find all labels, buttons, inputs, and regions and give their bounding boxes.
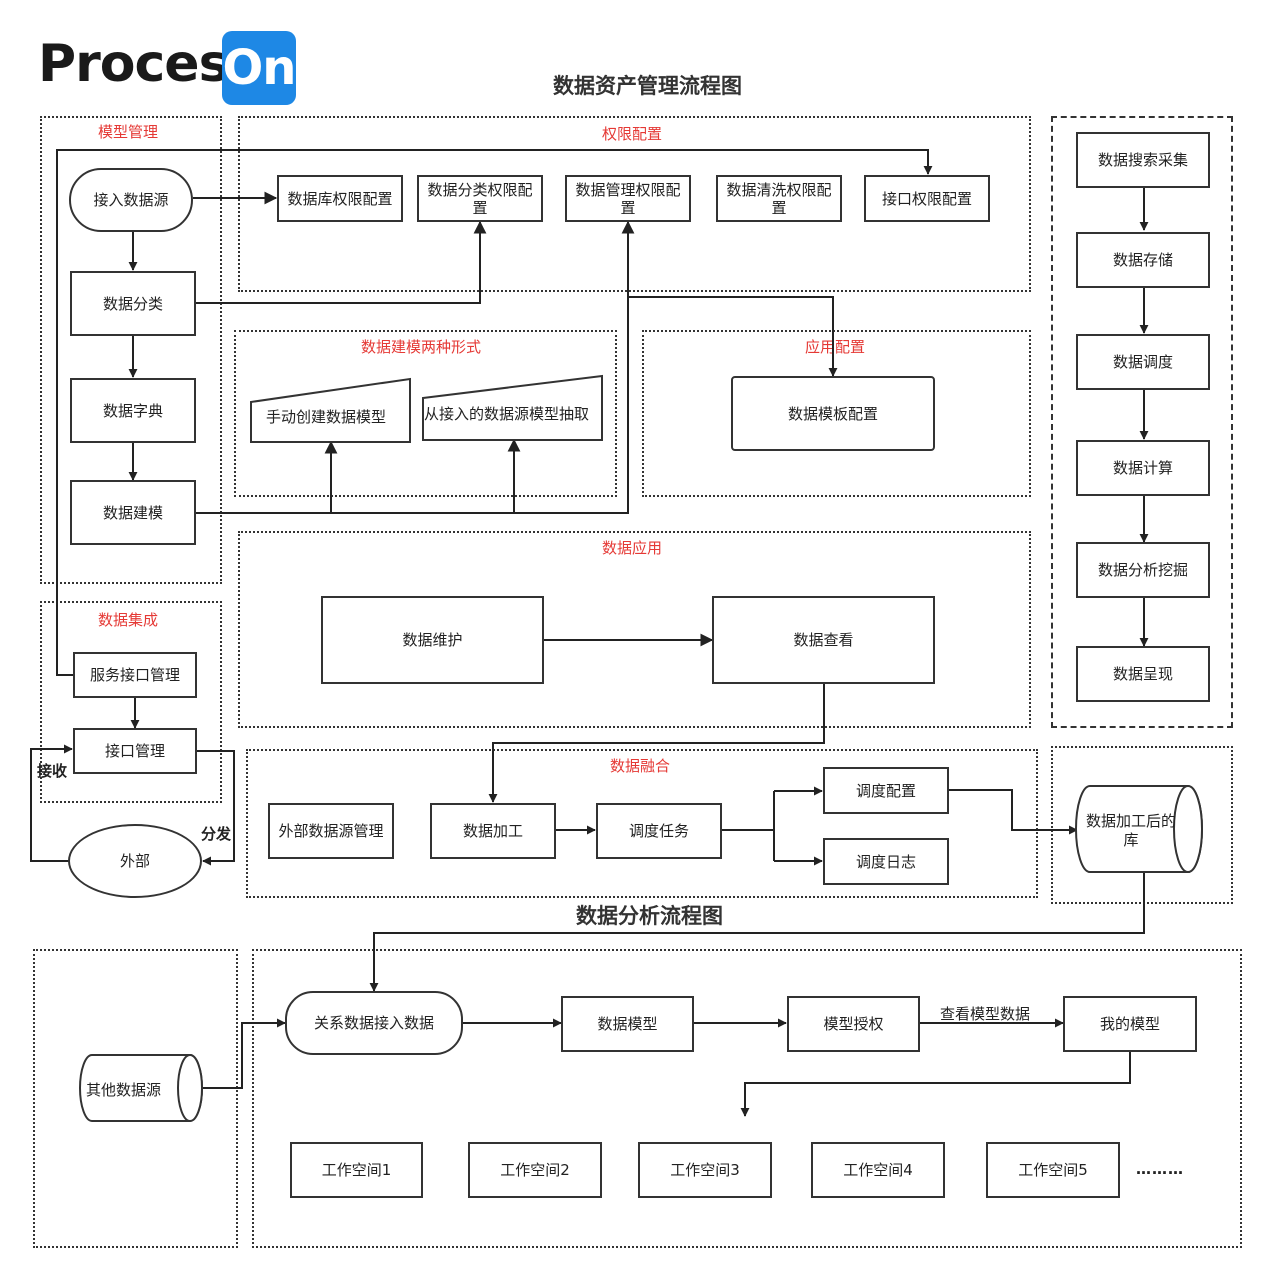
- label-view-model-data: 查看模型数据: [940, 1005, 1031, 1023]
- edge-other-relational: [202, 1018, 286, 1089]
- node-perm-api[interactable]: 接口权限配置: [864, 175, 990, 222]
- node-scheduling[interactable]: 数据调度: [1076, 334, 1210, 390]
- node-schedule-log[interactable]: 调度日志: [823, 838, 949, 885]
- node-perm-class[interactable]: 数据分类权限配置: [417, 175, 543, 222]
- ellipsis: ………: [1136, 1160, 1184, 1178]
- node-storage[interactable]: 数据存储: [1076, 232, 1210, 288]
- manual-model-shape: [250, 377, 411, 443]
- region-label-permission: 权限配置: [602, 125, 663, 143]
- extract-model-shape: [422, 374, 603, 441]
- node-ws1[interactable]: 工作空间1: [290, 1142, 423, 1198]
- region-integration: [40, 601, 222, 803]
- edge-mymodel-workspaces: [740, 1052, 1131, 1117]
- logo-badge: On: [222, 31, 296, 105]
- region-app-config: [642, 330, 1031, 497]
- edge-distribute: [197, 750, 235, 866]
- region-fusion: [246, 749, 1038, 898]
- node-template-config[interactable]: 数据模板配置: [731, 376, 935, 451]
- region-processed-db: [1051, 746, 1233, 904]
- region-label-model-mgmt: 模型管理: [98, 123, 159, 141]
- node-maintain[interactable]: 数据维护: [321, 596, 544, 684]
- region-permission: [238, 116, 1031, 292]
- node-search-collect[interactable]: 数据搜索采集: [1076, 132, 1210, 188]
- node-model-auth[interactable]: 模型授权: [787, 996, 920, 1052]
- edge-receive: [30, 744, 73, 862]
- node-modeling[interactable]: 数据建模: [70, 480, 196, 545]
- edge-service-perm-api: [56, 149, 933, 676]
- node-source[interactable]: 接入数据源: [69, 168, 193, 232]
- region-modeling-forms: [234, 330, 617, 497]
- node-ws5[interactable]: 工作空间5: [986, 1142, 1120, 1198]
- node-perm-db[interactable]: 数据库权限配置: [277, 175, 403, 222]
- node-view[interactable]: 数据查看: [712, 596, 935, 684]
- node-perm-clean[interactable]: 数据清洗权限配置: [716, 175, 842, 222]
- edge-config-db: [949, 789, 1078, 835]
- node-perm-mgmt[interactable]: 数据管理权限配置: [565, 175, 691, 222]
- node-ws4[interactable]: 工作空间4: [811, 1142, 945, 1198]
- node-relational-access[interactable]: 关系数据接入数据: [285, 991, 463, 1055]
- label-receive: 接收: [37, 762, 68, 780]
- node-external[interactable]: 外部: [68, 824, 202, 898]
- node-ws2[interactable]: 工作空间2: [468, 1142, 602, 1198]
- node-ext-source-mgmt[interactable]: 外部数据源管理: [268, 803, 394, 859]
- processed-db-cylinder-end: [1173, 785, 1203, 873]
- node-manual-model[interactable]: 手动创建数据模型: [266, 408, 387, 426]
- node-classify[interactable]: 数据分类: [70, 271, 196, 336]
- node-api-mgmt[interactable]: 接口管理: [73, 728, 197, 774]
- main-title: 数据资产管理流程图: [553, 74, 742, 98]
- edge-db-relational: [369, 873, 1145, 992]
- edge-perm-template: [628, 296, 838, 377]
- node-processed-db[interactable]: 数据加工后的库: [1085, 812, 1176, 849]
- node-dictionary[interactable]: 数据字典: [70, 378, 196, 443]
- region-label-app-config: 应用配置: [805, 338, 866, 356]
- edge-view-processing: [488, 684, 825, 803]
- edge-modeling-perm-mgmt: [195, 220, 635, 514]
- node-presentation[interactable]: 数据呈现: [1076, 646, 1210, 702]
- node-analysis-mining[interactable]: 数据分析挖掘: [1076, 542, 1210, 598]
- region-label-data-app: 数据应用: [602, 539, 663, 557]
- node-compute[interactable]: 数据计算: [1076, 440, 1210, 496]
- node-other-source[interactable]: 其他数据源: [86, 1081, 162, 1099]
- region-model-mgmt: [40, 116, 222, 584]
- node-extract-model[interactable]: 从接入的数据源模型抽取: [424, 405, 590, 423]
- label-distribute: 分发: [201, 825, 232, 843]
- node-my-model[interactable]: 我的模型: [1063, 996, 1197, 1052]
- region-label-modeling-forms: 数据建模两种形式: [361, 338, 482, 356]
- node-data-model[interactable]: 数据模型: [561, 996, 694, 1052]
- node-service-api[interactable]: 服务接口管理: [73, 652, 197, 698]
- node-processing[interactable]: 数据加工: [430, 803, 556, 859]
- other-source-cylinder-end: [177, 1054, 203, 1122]
- node-schedule-config[interactable]: 调度配置: [823, 767, 949, 814]
- region-analysis: [252, 949, 1242, 1248]
- region-other-source: [33, 949, 238, 1248]
- region-label-fusion: 数据融合: [610, 757, 671, 775]
- region-data-app: [238, 531, 1031, 728]
- node-ws3[interactable]: 工作空间3: [638, 1142, 772, 1198]
- edge-classify-perm-class: [195, 220, 487, 304]
- region-pipeline: [1051, 116, 1233, 728]
- region-label-integration: 数据集成: [98, 611, 159, 629]
- analysis-title: 数据分析流程图: [576, 904, 723, 928]
- node-schedule-task[interactable]: 调度任务: [596, 803, 722, 859]
